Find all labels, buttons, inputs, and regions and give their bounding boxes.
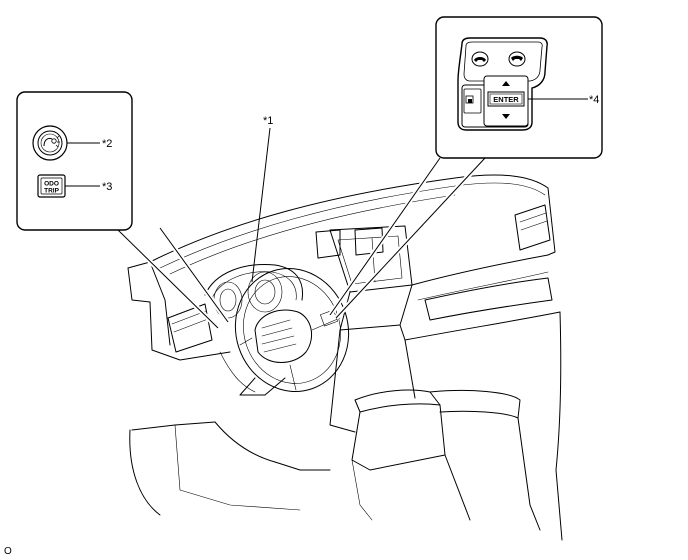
right-gauge [247, 271, 283, 313]
dashboard-drawing [127, 174, 563, 541]
center-console [354, 389, 441, 413]
callout-1: *1 [263, 115, 273, 127]
callout-4: *4 [589, 94, 599, 106]
leader-lines [116, 127, 487, 330]
enter-label: ENTER [493, 95, 519, 104]
up-arrow-icon [502, 81, 510, 86]
enter-button: ENTER [487, 91, 525, 107]
right-detail-inset: ENTER [435, 16, 603, 159]
steering-wheel-hub [254, 309, 313, 363]
callout-3: *3 [102, 181, 112, 193]
leader-inset-right-b [335, 157, 486, 319]
dimmer-knob [32, 125, 68, 161]
glove-box [424, 277, 553, 321]
instrument-cluster-hood [204, 263, 304, 301]
callout-2: *2 [102, 138, 112, 150]
down-arrow-icon [502, 114, 510, 119]
steering-wheel [234, 268, 350, 392]
leader-inset-left-a [117, 229, 219, 329]
phone-on-hook-button [508, 51, 526, 67]
phone-off-hook-button [471, 51, 489, 67]
odo-trip-button: ODO TRIP [37, 174, 66, 198]
steering-column [239, 377, 286, 396]
leader-callout-1 [251, 127, 271, 283]
dashboard-top-edge [149, 174, 549, 263]
odo-label: ODO [44, 181, 59, 188]
console-armrest [429, 389, 521, 419]
trip-label: TRIP [44, 188, 59, 195]
left-air-vent [167, 303, 213, 353]
display-change-button [463, 88, 482, 114]
leader-inset-left-b [159, 227, 229, 323]
leader-inset-right-a [329, 157, 441, 316]
right-air-vent [514, 204, 551, 251]
left-detail-inset: ODO TRIP [16, 91, 133, 231]
figure-id: O [4, 546, 12, 557]
